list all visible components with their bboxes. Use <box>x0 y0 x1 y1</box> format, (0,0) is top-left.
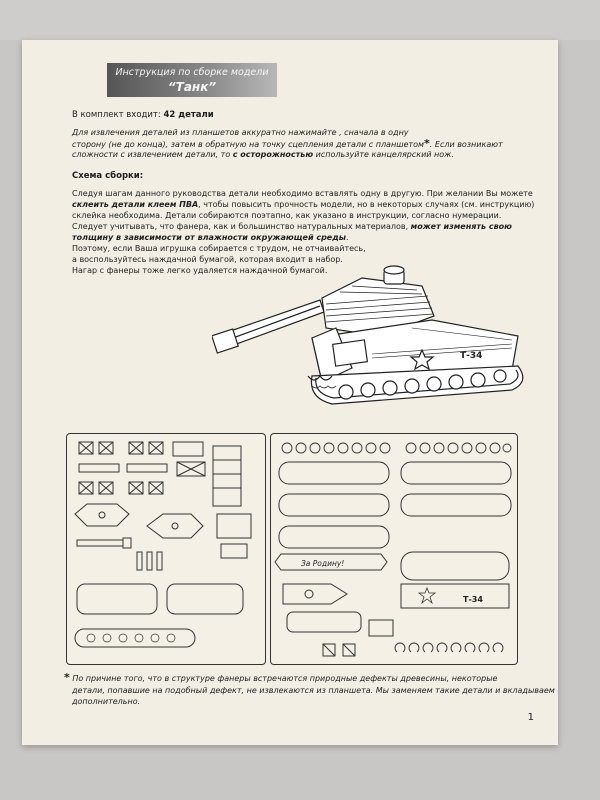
intro-line-3: сложности с извлечением детали, то с ост… <box>72 150 454 160</box>
model-label: Т-34 <box>463 595 483 604</box>
plywood-sheet-right: За Родину! Т-34 <box>270 433 518 665</box>
body-line-6: Поэтому, если Ваша игрушка собирается с … <box>72 244 366 253</box>
body-line-5: толщину в зависимости от влажности окруж… <box>72 233 348 243</box>
instruction-page: Инструкция по сборке модели “Танк” В ком… <box>22 40 558 745</box>
body-line-3: склейка необходима. Детали собираются по… <box>72 211 502 220</box>
body-line-2: склеить детали клеем ПВА, чтобы повысить… <box>72 200 534 210</box>
intro-line-1: Для извлечения деталей из планшетов акку… <box>72 128 409 137</box>
intro-line-2-text: сторону (не до конца), затем в обратную … <box>72 140 425 149</box>
sheet-right-parts: За Родину! Т-34 <box>274 442 512 657</box>
body-glue-note: склеить детали клеем ПВА <box>72 200 199 209</box>
body-line-7: а воспользуйтесь наждачной бумагой, кото… <box>72 255 343 264</box>
kit-label: В комплект входит: <box>72 110 161 120</box>
tank-model-illustration: Т-34 <box>212 265 524 405</box>
body-humidity-note: толщину в зависимости от влажности окруж… <box>72 233 346 242</box>
footnote-line-1: * По причине того, что в структуре фанер… <box>64 671 498 684</box>
kit-count: 42 детали <box>163 110 214 120</box>
kit-contents: В комплект входит: 42 детали <box>72 110 214 120</box>
title-line-1: Инструкция по сборке модели <box>115 67 269 78</box>
body-line-4: Следует учитывать, что фанера, как и бол… <box>72 222 512 232</box>
background <box>0 0 600 40</box>
intro-line-2: сторону (не до конца), затем в обратную … <box>72 137 503 150</box>
body-line-2-end: , чтобы повысить прочность модели, но в … <box>198 200 535 209</box>
body-line-4-emphasis: может изменять свою <box>410 222 512 231</box>
body-line-1: Следуя шагам данного руководства детали … <box>72 189 533 198</box>
title-line-2: “Танк” <box>167 80 217 94</box>
page-number: 1 <box>527 712 534 723</box>
plywood-sheet-left <box>66 433 266 665</box>
intro-line-3-end: используйте канцелярский нож. <box>315 150 454 159</box>
footnote-line-3: дополнительно. <box>72 697 141 706</box>
body-line-4-start: Следует учитывать, что фанера, как и бол… <box>72 222 409 231</box>
body-line-5-end: . <box>345 233 349 242</box>
tank-label: Т-34 <box>460 351 482 361</box>
title-banner: Инструкция по сборке модели “Танк” <box>107 63 277 97</box>
footnote-text-1: По причине того, что в структуре фанеры … <box>72 674 498 683</box>
footnote-line-2: детали, попавшие на подобный дефект, не … <box>72 686 555 695</box>
sheet-left-parts <box>74 441 252 648</box>
intro-line-2-end: . Если возникают <box>429 140 503 149</box>
body-line-8: Нагар с фанеры тоже легко удаляется нажд… <box>72 266 328 275</box>
asterisk-mark: * <box>424 137 430 150</box>
motto-label: За Родину! <box>301 559 344 568</box>
intro-line-3-start: сложности с извлечением детали, то <box>72 150 231 159</box>
intro-caution: с осторожностью <box>232 150 314 159</box>
scheme-title: Схема сборки: <box>72 171 144 181</box>
footnote-asterisk: * <box>64 671 70 684</box>
